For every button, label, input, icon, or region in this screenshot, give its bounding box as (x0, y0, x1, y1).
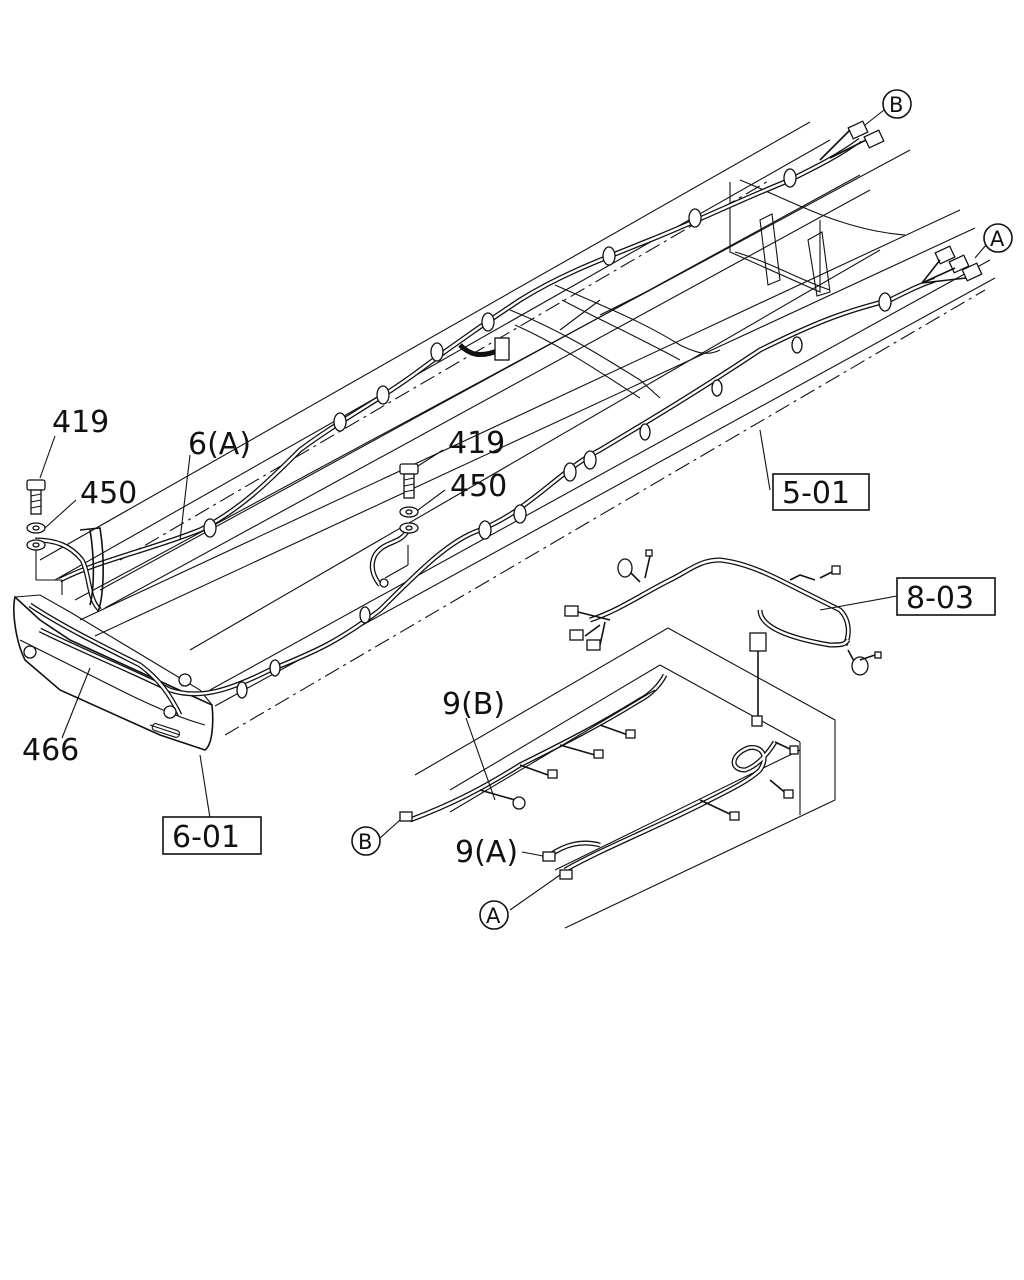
label-washer-left: 450 (80, 476, 137, 511)
label-bumper-harness: 466 (22, 733, 79, 768)
ref-box-8-03: 8-03 (896, 577, 996, 616)
connector-ref-b-top: B (882, 89, 912, 119)
connector-ref-a-top: A (983, 223, 1013, 253)
main-harness (38, 120, 983, 699)
ground-wire-right (369, 528, 411, 588)
connector-ref-b-bottom: B (351, 826, 381, 856)
washer-icon-right (399, 506, 419, 534)
svg-text:A: A (990, 227, 1005, 251)
ref-box-5-01: 5-01 (772, 473, 870, 511)
connector-ref-a-bottom: A (479, 900, 509, 930)
chassis-frame (13, 121, 996, 751)
svg-text:B: B (358, 830, 372, 854)
harness-8-03 (564, 549, 882, 727)
svg-text:5-01: 5-01 (782, 476, 850, 511)
label-bolt-left: 419 (52, 405, 109, 440)
svg-text:8-03: 8-03 (906, 581, 974, 616)
label-harness-9b: 9(B) (442, 687, 505, 722)
harness-9 (399, 673, 799, 880)
leader-lines (39, 109, 987, 911)
bolt-icon-right (399, 463, 419, 499)
lower-box (414, 627, 836, 929)
ref-box-6-01: 6-01 (162, 816, 262, 855)
label-harness-9a: 9(A) (455, 835, 518, 870)
bumper-harness (23, 527, 192, 719)
svg-text:A: A (486, 904, 501, 928)
washer-icon-left (26, 522, 46, 551)
svg-text:6-01: 6-01 (172, 820, 240, 855)
bolt-icon-left (26, 479, 46, 515)
label-bolt-right: 419 (448, 426, 505, 461)
svg-text:B: B (889, 93, 903, 117)
label-washer-right: 450 (450, 469, 507, 504)
label-harness-6a: 6(A) (188, 427, 251, 462)
